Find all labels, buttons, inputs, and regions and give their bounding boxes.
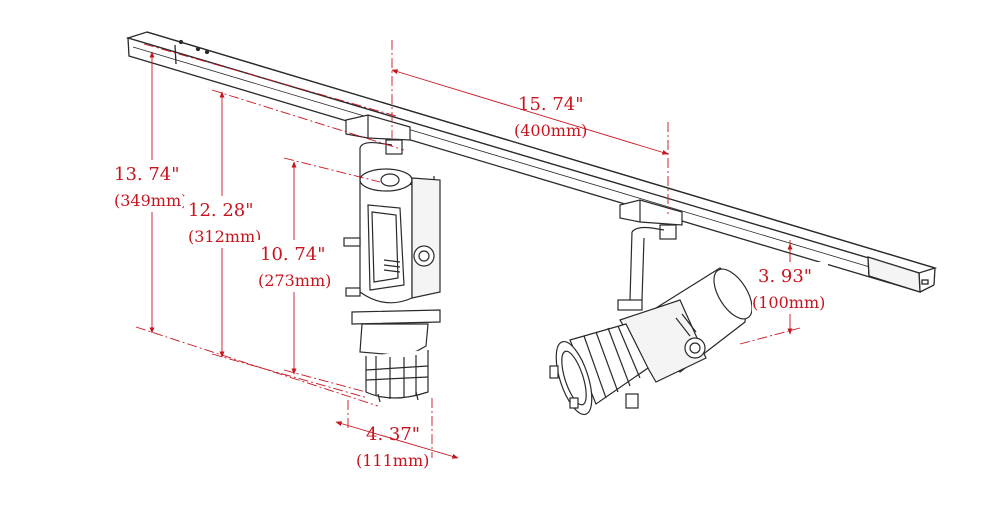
dimension-lines [135,40,801,459]
dim-spacing-imperial: 15. 74" [518,94,584,115]
dim-total-height-imperial: 13. 74" [114,164,180,185]
dim-mid-height-metric: (312mm) [188,227,261,246]
dim-body-height-metric: (273mm) [258,271,331,290]
dim-total-height-metric: (349mm) [114,191,187,210]
dim-depth-metric: (100mm) [752,293,825,312]
dim-body-height-imperial: 10. 74" [260,244,326,265]
dimension-labels: 13. 74" (349mm) 12. 28" (312mm) 10. 74" … [110,94,828,470]
spotlight-tilted [549,199,753,415]
dim-mid-height-imperial: 12. 28" [188,200,254,221]
dim-depth-imperial: 3. 93" [758,266,812,287]
dim-spacing-line [391,69,669,155]
track-rail [125,31,938,293]
dim-width-metric: (111mm) [356,451,429,470]
spotlight-vertical [343,114,441,403]
dim-width-line [335,421,459,459]
dim-spacing-metric: (400mm) [514,121,587,140]
dim-width-imperial: 4. 37" [366,424,420,445]
